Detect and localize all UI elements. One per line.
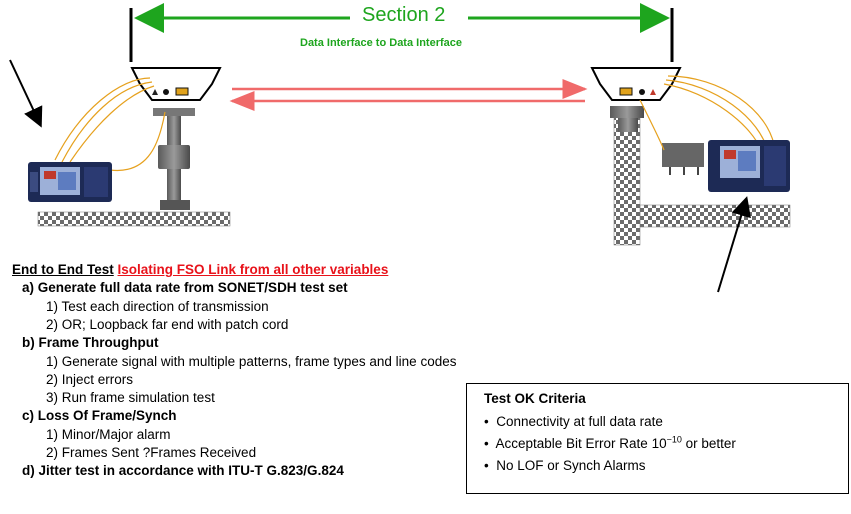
criteria-title: Test OK Criteria	[484, 391, 586, 406]
step-a-item-2: 2) OR; Loopback far end with patch cord	[46, 317, 289, 332]
pointer-arrow-right-icon	[717, 196, 751, 293]
criteria-item-text: Acceptable Bit Error Rate 10	[495, 436, 667, 451]
fso-head-right-icon	[590, 67, 682, 101]
step-b-item-1: 1) Generate signal with multiple pattern…	[46, 354, 457, 369]
section-label: Section 2	[362, 4, 446, 26]
step-c-label: c) Loss Of Frame/Synch	[22, 408, 177, 423]
step-b-item-3: 3) Run frame simulation test	[46, 390, 215, 405]
left-site	[9, 59, 231, 227]
test-ok-criteria-box: Test OK Criteria • Connectivity at full …	[466, 383, 849, 494]
step-a-item-1: 1) Test each direction of transmission	[46, 299, 269, 314]
right-ground	[639, 204, 791, 228]
test-heading: End to End Test Isolating FSO Link from …	[12, 262, 388, 277]
optical-beams	[229, 79, 588, 111]
right-column	[613, 114, 641, 246]
criteria-item: • No LOF or Synch Alarms	[484, 458, 646, 473]
test-set-right-icon	[708, 140, 790, 192]
bullet: •	[484, 414, 489, 429]
fso-head-left-icon	[130, 67, 222, 101]
criteria-exponent: −10	[666, 434, 682, 445]
left-ground	[37, 211, 231, 227]
step-b-label: b) Frame Throughput	[22, 335, 159, 350]
criteria-item: • Connectivity at full data rate	[484, 414, 663, 429]
step-c-item-2: 2) Frames Sent ?Frames Received	[46, 445, 257, 460]
heading-highlight: Isolating FSO Link from all other variab…	[117, 262, 389, 277]
step-d-label: d) Jitter test in accordance with ITU-T …	[22, 463, 344, 478]
criteria-item-text: Connectivity at full data rate	[496, 414, 663, 429]
pointer-arrow-left-icon	[9, 59, 43, 128]
left-fibres	[54, 77, 166, 172]
right-pole	[610, 106, 644, 132]
step-c-item-1: 1) Minor/Major alarm	[46, 427, 171, 442]
criteria-item-suffix: or better	[681, 436, 736, 451]
right-site	[590, 67, 791, 293]
left-pole	[153, 108, 195, 210]
bullet: •	[484, 458, 489, 473]
criteria-item-text: No LOF or Synch Alarms	[496, 458, 646, 473]
patch-panel-icon	[662, 143, 704, 175]
criteria-item: • Acceptable Bit Error Rate 10−10 or bet…	[484, 434, 736, 451]
step-b-item-2: 2) Inject errors	[46, 372, 134, 387]
test-set-left-icon	[28, 162, 112, 202]
step-a-label: a) Generate full data rate from SONET/SD…	[22, 280, 348, 295]
bullet: •	[484, 436, 489, 451]
section-bracket	[129, 3, 674, 62]
heading-prefix: End to End Test	[12, 262, 114, 277]
section-sublabel: Data Interface to Data Interface	[300, 37, 462, 49]
